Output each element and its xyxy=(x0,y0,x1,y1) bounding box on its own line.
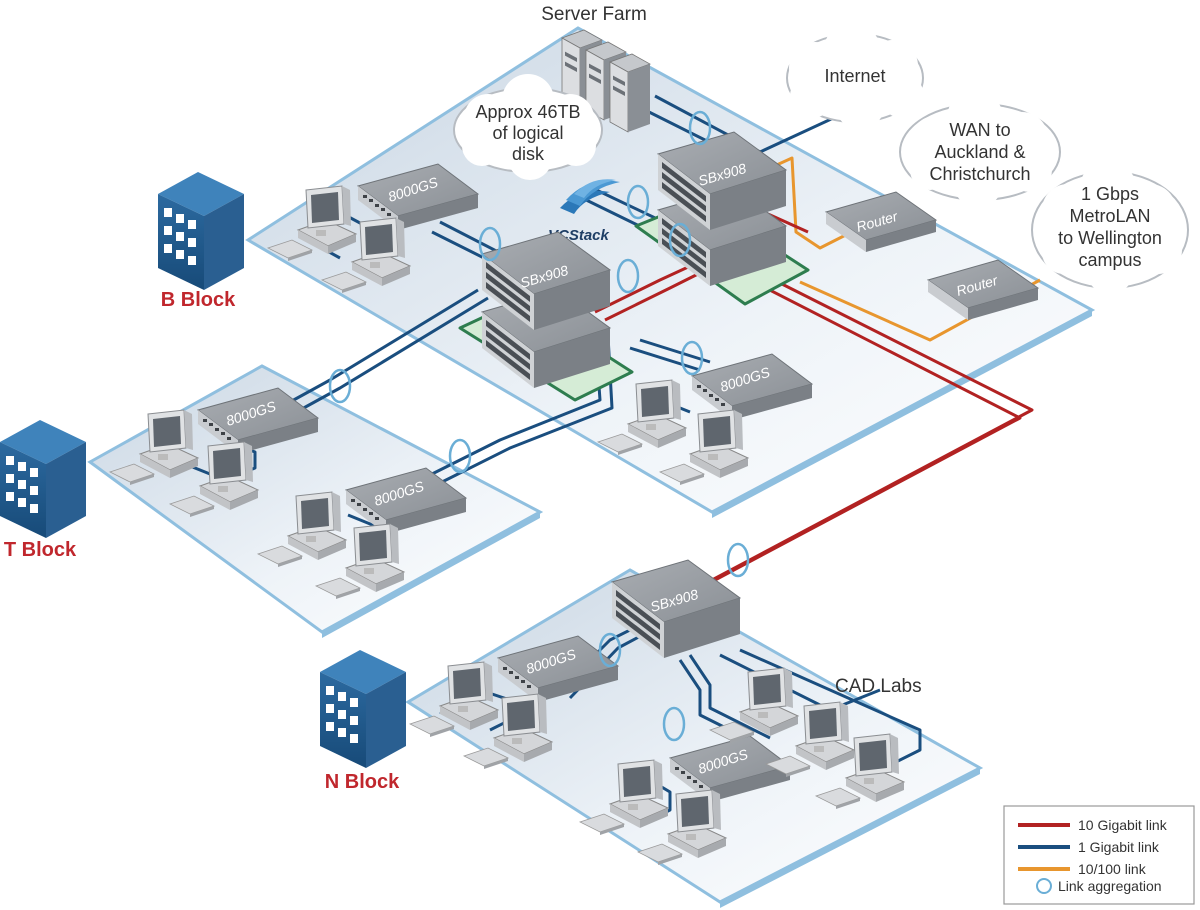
cloud-metrolan-line-3: to Wellington xyxy=(1058,228,1162,248)
edge-switch-b-block-2: 8000GS xyxy=(691,353,813,421)
cloud-wan-line-1: WAN to xyxy=(949,120,1010,140)
svg-text:disk: disk xyxy=(512,144,545,164)
platform-b-block xyxy=(245,26,1096,518)
edge-switch-n-block-2: 8000GS xyxy=(669,735,791,803)
core-stack-server: SBx908 xyxy=(657,131,787,287)
server-farm-label: Server Farm xyxy=(541,4,647,25)
svg-text:Auckland &: Auckland & xyxy=(934,142,1025,162)
building-n-block: N Block xyxy=(320,650,406,793)
legend-label-one-gig: 1 Gigabit link xyxy=(1078,839,1160,855)
svg-text:campus: campus xyxy=(1078,250,1141,270)
edge-switch-n-block-1: 8000GS xyxy=(497,635,619,703)
edge-switch-t-block-1: 8000GS xyxy=(197,387,319,455)
core-switch-n-block: SBx908 xyxy=(611,559,741,659)
n-block-label: N Block xyxy=(325,771,400,793)
t-block-label: T Block xyxy=(4,539,77,561)
svg-text:1 Gbps: 1 Gbps xyxy=(1081,184,1139,204)
cloud-metrolan-line-4: campus xyxy=(1078,250,1141,270)
cloud-internet: Internet xyxy=(786,22,924,130)
edge-switch-t-block-2: 8000GS xyxy=(345,467,467,535)
server-farm: Server Farm xyxy=(541,4,651,133)
cloud-disk-line-2: of logical xyxy=(492,123,563,143)
cloud-disk-line-1: Approx 46TB xyxy=(475,102,580,122)
building-b-block: B Block xyxy=(158,172,244,311)
svg-text:WAN to: WAN to xyxy=(949,120,1010,140)
legend-label-fast-eth: 10/100 link xyxy=(1078,861,1147,877)
svg-text:MetroLAN: MetroLAN xyxy=(1069,206,1150,226)
svg-text:Internet: Internet xyxy=(824,66,885,86)
cloud-metrolan: 1 Gbps MetroLAN to Wellington campus xyxy=(1031,160,1189,294)
building-t-block: T Block xyxy=(0,420,86,561)
legend-swatch-aggregation xyxy=(1036,878,1052,894)
svg-text:to Wellington: to Wellington xyxy=(1058,228,1162,248)
cloud-wan-line-3: Christchurch xyxy=(929,164,1030,184)
legend-label-ten-gig: 10 Gigabit link xyxy=(1078,817,1168,833)
b-block-label: B Block xyxy=(161,289,236,311)
router-wan: Router xyxy=(825,191,937,253)
cloud-disk-line-3: disk xyxy=(512,144,545,164)
svg-text:Approx 46TB: Approx 46TB xyxy=(475,102,580,122)
svg-text:of logical: of logical xyxy=(492,123,563,143)
core-stack-b-block: SBx908 xyxy=(481,231,611,389)
svg-text:Christchurch: Christchurch xyxy=(929,164,1030,184)
aggregation-rings xyxy=(328,110,750,742)
cloud-disk: Approx 46TB of logical disk xyxy=(453,74,603,180)
router-metrolan: Router xyxy=(927,259,1039,321)
cloud-metrolan-line-1: 1 Gbps xyxy=(1081,184,1139,204)
legend: 10 Gigabit link 1 Gigabit link 10/100 li… xyxy=(1003,805,1195,905)
edge-switch-b-block: 8000GS xyxy=(357,163,479,231)
cloud-internet-line-1: Internet xyxy=(824,66,885,86)
cloud-wan: WAN to Auckland & Christchurch xyxy=(899,90,1061,208)
cloud-wan-line-2: Auckland & xyxy=(934,142,1025,162)
legend-label-aggregation: Link aggregation xyxy=(1058,878,1162,894)
cad-labs-label: CAD Labs xyxy=(835,676,922,697)
cloud-metrolan-line-2: MetroLAN xyxy=(1069,206,1150,226)
